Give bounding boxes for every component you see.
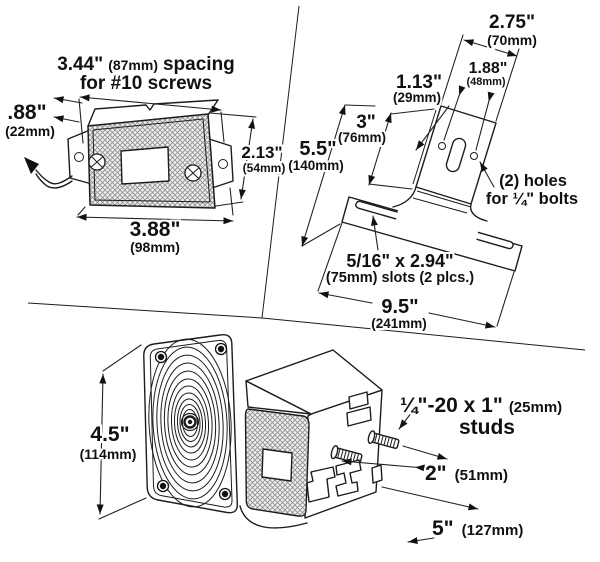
wire-arrow-icon bbox=[24, 157, 39, 174]
bracket-plate-hole-right bbox=[470, 152, 478, 160]
lamp-lens-window bbox=[120, 146, 170, 185]
bracket-overall-height-in: 5.5" bbox=[299, 138, 336, 160]
bracket-holes-note-1: (2) holes bbox=[499, 172, 567, 190]
lens-size-mm: (114mm) bbox=[80, 446, 137, 462]
lamp-screw-right bbox=[184, 164, 202, 182]
lamp-screw-spacing-label: 3.44"(87mm)spacing bbox=[57, 54, 235, 75]
exploded-lamp-view: 4.5" (114mm) ¼"-20 x 1"(25mm) studs 2"(5… bbox=[78, 333, 564, 545]
housing-lens-window bbox=[261, 448, 293, 482]
bracket-slots-in: 5/16" x 2.94" bbox=[346, 251, 453, 271]
lamp-lip-dim-in: .88" bbox=[7, 101, 46, 124]
lamp-left-ear-hole bbox=[74, 152, 84, 162]
lamp-screw-spacing-label-2: for #10 screws bbox=[80, 73, 212, 94]
lamp-lip-dim-mm: (22mm) bbox=[5, 123, 55, 139]
lens-corner-screws bbox=[154, 342, 232, 501]
bracket-hole-offset-mm: (29mm) bbox=[393, 90, 441, 105]
studs-label: ¼"-20 x 1"(25mm) bbox=[400, 394, 562, 417]
housing-tab-3 bbox=[371, 464, 383, 484]
bracket-hole-offset-in: 1.13" bbox=[396, 72, 442, 93]
divider-lines bbox=[27, 5, 586, 351]
housing-foot bbox=[239, 505, 308, 529]
bracket-overall-height-mm: (140mm) bbox=[288, 158, 344, 173]
lens-plate bbox=[143, 333, 239, 514]
lens-bullseye-center bbox=[187, 419, 193, 425]
lamp-wire bbox=[35, 169, 73, 185]
studs-word-label: studs bbox=[459, 416, 515, 439]
exploded-dimension-lines bbox=[96, 344, 479, 545]
bracket-base-width-in: 9.5" bbox=[381, 296, 418, 318]
bracket-plate-fold-line bbox=[412, 109, 437, 185]
lamp-wire-2 bbox=[35, 173, 73, 189]
housing-tab-2 bbox=[346, 406, 372, 427]
stud-spacing-label: 2"(51mm) bbox=[425, 462, 508, 485]
bracket-dimension-lines bbox=[301, 34, 520, 329]
divider-vertical bbox=[261, 5, 300, 319]
lens-size-in: 4.5" bbox=[90, 423, 129, 446]
divider-horizontal bbox=[27, 302, 586, 351]
lens-bullseye-outer bbox=[180, 412, 200, 432]
marker-lamp-view: 3.44"(87mm)spacing for #10 screws .88" (… bbox=[3, 52, 287, 257]
lamp-width-dim-mm: (98mm) bbox=[130, 239, 180, 255]
lamp-lens-bezel bbox=[92, 118, 211, 203]
lamp-housing bbox=[239, 349, 400, 529]
lens-bullseye-ring bbox=[183, 415, 197, 429]
housing-tab-1 bbox=[348, 391, 369, 410]
bracket-top-width-mm: (70mm) bbox=[487, 32, 537, 48]
bracket-plate-height-mm: (76mm) bbox=[338, 130, 386, 145]
bracket-bend-lines bbox=[412, 190, 472, 214]
lamp-dimension-lines bbox=[53, 94, 257, 225]
bracket-plate-slot bbox=[445, 137, 467, 173]
mounting-bracket-view: 2.75" (70mm) 1.88" (48mm) 1.13" (29mm) 3… bbox=[286, 10, 580, 333]
bracket-top-width-in: 2.75" bbox=[489, 12, 535, 33]
bracket-stem bbox=[396, 200, 480, 242]
lamp-height-dim-mm: (54mm) bbox=[243, 161, 286, 175]
bracket-plate-height-in: 3" bbox=[356, 112, 376, 133]
housing-width-label: 5"(127mm) bbox=[432, 517, 523, 540]
housing-hood-face bbox=[245, 380, 312, 415]
lamp-height-dim-in: 2.13" bbox=[241, 143, 282, 162]
bracket-slots-mm: (75mm) slots (2 plcs.) bbox=[326, 270, 474, 286]
lamp-right-ear-hole bbox=[218, 159, 228, 169]
bracket-base-width-mm: (241mm) bbox=[371, 316, 427, 331]
bracket-holes-note-2: for ¼" bolts bbox=[486, 190, 578, 208]
bracket-plate-hole-left bbox=[438, 142, 446, 150]
lamp-width-dim-in: 3.88" bbox=[130, 218, 181, 241]
lens-rings bbox=[148, 338, 232, 508]
lamp-screw-left bbox=[88, 153, 106, 171]
clip-lower bbox=[306, 466, 336, 503]
bracket-hole-spacing-mm: (48mm) bbox=[466, 76, 505, 88]
stud-upper bbox=[367, 430, 400, 449]
bracket-hole-spacing-in: 1.88" bbox=[469, 60, 508, 77]
